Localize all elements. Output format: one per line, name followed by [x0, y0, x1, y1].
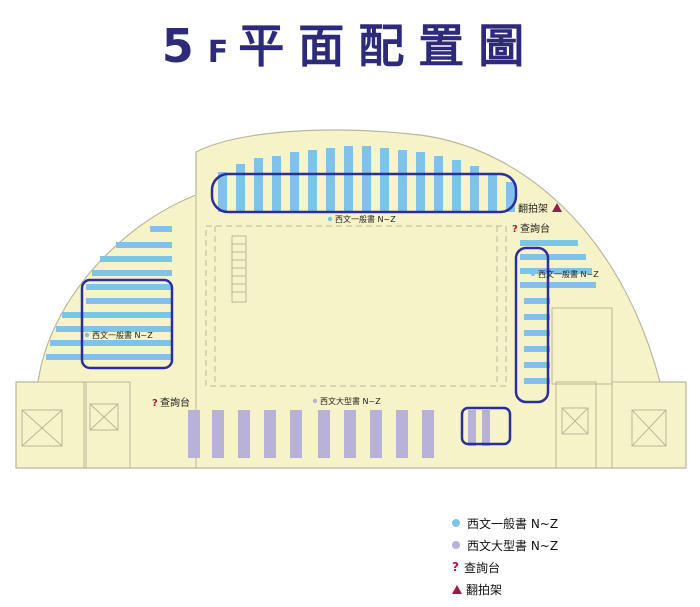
highlight-bottom	[460, 406, 512, 446]
question-mark-icon: ?	[512, 224, 518, 235]
highlights	[80, 172, 550, 446]
highlight-right	[514, 246, 550, 404]
legend-item-large: 西文大型書 N~Z	[452, 534, 558, 556]
label-bottom-area: 西文大型書 N~Z	[320, 396, 381, 406]
legend: 西文一般書 N~Z 西文大型書 N~Z ? 查詢台 翻拍架	[452, 512, 558, 600]
blue-dot-icon	[452, 519, 460, 527]
purple-dot-icon	[452, 541, 460, 549]
legend-item-info: ? 查詢台	[452, 560, 501, 575]
triangle-icon	[552, 203, 562, 212]
flip-rack-label: 翻拍架	[518, 202, 548, 215]
question-mark-icon: ?	[452, 560, 459, 574]
question-mark-icon: ?	[152, 398, 158, 409]
info-desk-right: 查詢台	[520, 222, 550, 235]
page-title: 5F平面配置圖	[161, 19, 539, 73]
label-top-area: 西文一般書 N~Z	[335, 214, 396, 224]
top-shelves	[218, 146, 515, 212]
label-left-area: 西文一般書 N~Z	[92, 330, 153, 340]
inner-structure	[15, 196, 687, 469]
right-shelves	[520, 240, 596, 384]
legend-item-general: 西文一般書 N~Z	[452, 512, 558, 534]
highlight-left	[80, 278, 174, 370]
triangle-icon	[452, 584, 462, 594]
info-desk-left: 查詢台	[160, 396, 190, 409]
label-right-area: 西文一般書 N~Z	[538, 269, 599, 279]
highlight-top	[210, 172, 518, 214]
bottom-shelves	[188, 410, 490, 458]
floor-outline	[15, 129, 687, 469]
left-shelves	[46, 226, 172, 360]
legend-item-flip: 翻拍架	[452, 578, 558, 600]
